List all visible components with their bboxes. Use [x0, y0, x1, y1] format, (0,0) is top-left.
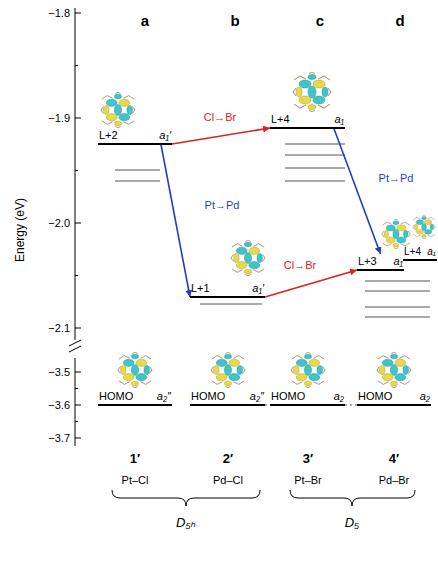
tick-label: −3.5 — [48, 366, 70, 379]
compound-number: 2′ — [223, 452, 233, 465]
transition-label: Cl→Br — [282, 259, 318, 272]
metal-halide: Pd–Br — [379, 474, 410, 487]
energy-axis — [69, 8, 81, 446]
transition-arrow — [334, 128, 381, 254]
symmetry-label: a₁ — [393, 255, 403, 268]
level-label: HOMO — [271, 390, 305, 403]
level-label: L+2 — [99, 129, 118, 142]
transition-label: Pt→Pd — [377, 172, 416, 185]
tick-label: −2.1 — [48, 322, 70, 335]
orbital-level: L+3 a₁ — [357, 254, 404, 271]
symmetry-label: a₁′ — [159, 129, 171, 142]
orbital-level: L+1 a₁′ — [190, 281, 265, 298]
level-label: HOMO — [99, 390, 133, 403]
homo-level: HOMO a₂ — [270, 389, 345, 406]
metal-halide: Pd–Cl — [213, 474, 243, 487]
level-link — [345, 404, 357, 405]
level-label: L+1 — [191, 282, 210, 295]
compound-number: 1′ — [130, 452, 140, 465]
transition-label: Pt→Pd — [203, 199, 242, 212]
column-letter: a — [141, 14, 149, 27]
metal-halide: Pt–Br — [294, 474, 322, 487]
homo-level: HOMO a₂ — [357, 389, 431, 406]
tick-label: −2.0 — [48, 217, 70, 230]
symmetry-label: a₁′ — [252, 282, 264, 295]
point-group: D₅ — [345, 516, 360, 529]
column-letter: b — [230, 14, 239, 27]
transition-label: Cl→Br — [202, 111, 238, 124]
point-group: D₅ₕ — [176, 516, 196, 529]
level-label: HOMO — [358, 390, 392, 403]
orbital-isosurface — [101, 72, 436, 388]
group-bracket — [112, 490, 415, 506]
symmetry-label: a₂″ — [157, 390, 171, 403]
symmetry-label: a₂ — [334, 390, 344, 403]
symmetry-label: a₂″ — [250, 390, 264, 403]
orbital-level: L+4 a₁ — [270, 112, 345, 129]
compound-number: 4′ — [389, 452, 399, 465]
orbital-level: L+4 a₁ — [403, 244, 437, 261]
tick-label: −3.6 — [48, 399, 70, 412]
level-label: HOMO — [191, 390, 225, 403]
level-label: L+4 — [271, 113, 290, 126]
minor-levels — [115, 144, 430, 317]
tick-label: −1.9 — [48, 112, 70, 125]
metal-halide: Pt–Cl — [122, 474, 149, 487]
orbital-level: L+2 a₁′ — [98, 128, 172, 145]
transition-arrow — [172, 128, 270, 144]
tick-label: −3.7 — [48, 432, 70, 445]
tick-label: −1.8 — [48, 7, 70, 20]
homo-level: HOMO a₂″ — [190, 389, 265, 406]
transition-arrow — [161, 144, 190, 297]
symmetry-label: a₁ — [334, 113, 344, 126]
level-label: L+4 — [404, 245, 421, 258]
column-letter: c — [316, 14, 324, 27]
transition-arrow — [265, 270, 357, 297]
compound-number: 3′ — [303, 452, 313, 465]
homo-level: HOMO a₂″ — [98, 389, 172, 406]
level-label: L+3 — [358, 255, 377, 268]
symmetry-label: a₂ — [420, 390, 430, 403]
symmetry-label: a₁ — [427, 245, 436, 258]
axis-title: Energy (eV) — [14, 198, 27, 262]
column-letter: d — [395, 14, 404, 27]
